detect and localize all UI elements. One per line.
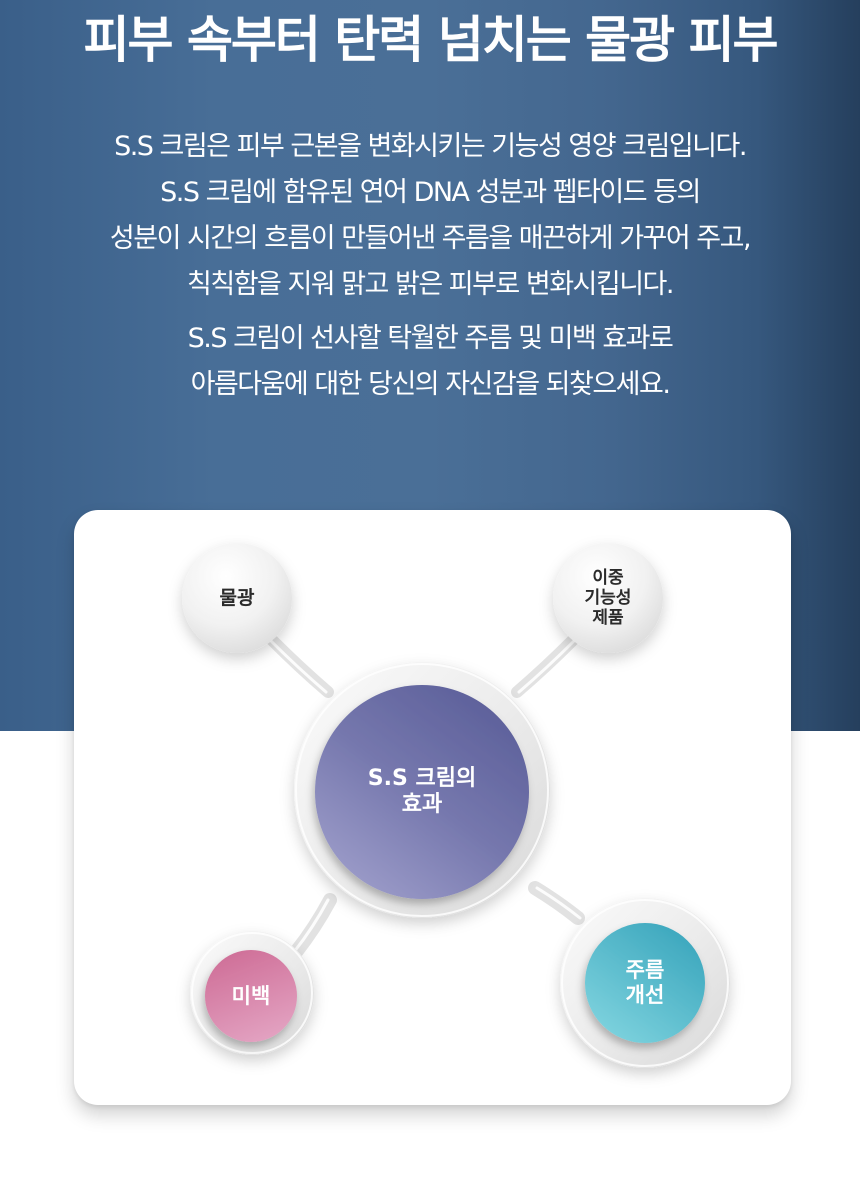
center-node-graphic — [294, 662, 550, 918]
node-label-top-right: 이중 기능성 제품 — [584, 567, 632, 629]
description-line: 아름다움에 대한 당신의 자신감을 되찾으세요. — [190, 369, 671, 400]
node-top-right-bubble — [553, 543, 663, 653]
hero-title: 피부 속부터 탄력 넘치는 물광 피부 — [83, 11, 778, 69]
center-node-label: S.S 크림의 효과 — [367, 766, 477, 817]
description-line: S.S 크림이 선사할 탁월한 주름 및 미백 효과로 — [187, 323, 674, 354]
node-label-bottom-left: 미백 — [231, 983, 271, 1008]
node-top-left-bubble — [182, 543, 292, 653]
description-line: 칙칙함을 지워 맑고 밝은 피부로 변화시킵니다. — [187, 269, 674, 300]
description-line: S.S 크림에 함유된 연어 DNA 성분과 펩타이드 등의 — [160, 177, 701, 208]
description-line: 성분이 시간의 흐름이 만들어낸 주름을 매끈하게 가꾸어 주고, — [109, 223, 752, 254]
node-bottom-right-graphic — [560, 898, 730, 1068]
node-label-bottom-right: 주름 개선 — [625, 958, 665, 1007]
hero-description: S.S 크림은 피부 근본을 변화시키는 기능성 영양 크림입니다. S.S 크… — [0, 124, 860, 408]
node-bottom-left-graphic — [190, 931, 314, 1055]
node-label-top-left: 물광 — [219, 586, 255, 609]
description-line: S.S 크림은 피부 근본을 변화시키는 기능성 영양 크림입니다. — [114, 131, 747, 162]
